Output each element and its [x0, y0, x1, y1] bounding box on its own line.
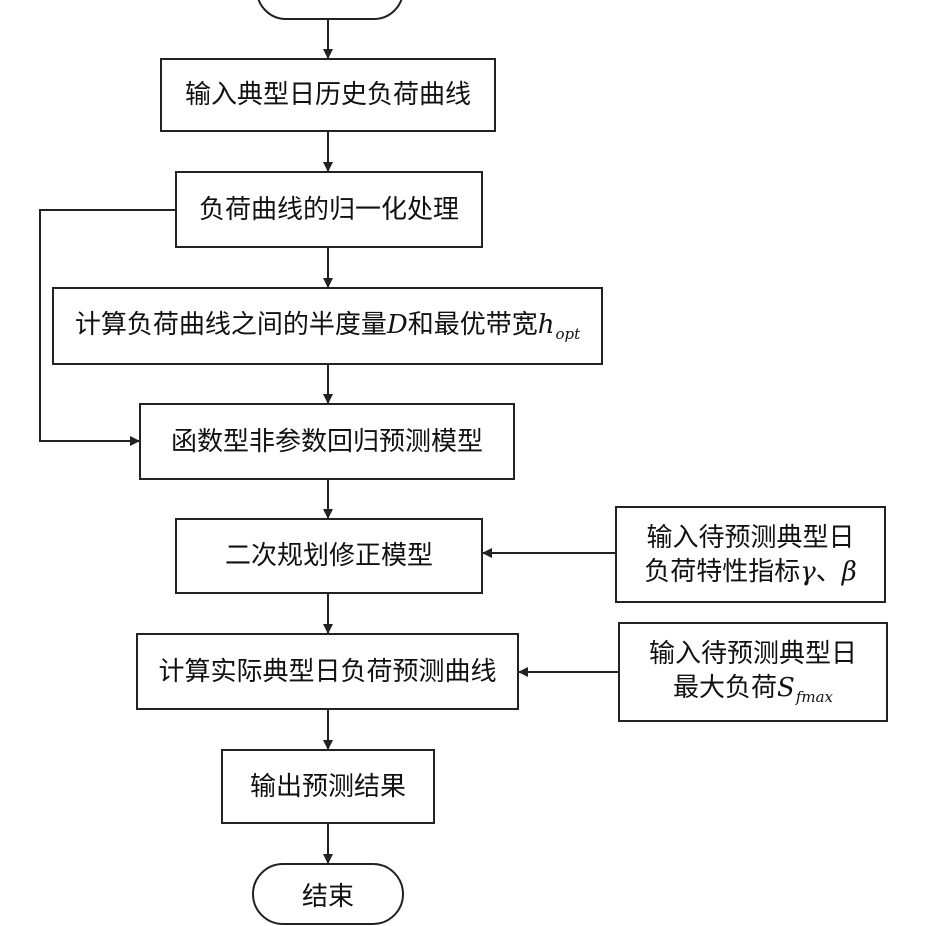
compute-metric-label: 计算负荷曲线之间的半度量D和最优带宽hopt	[75, 308, 580, 345]
regression-model-label: 函数型非参数回归预测模型	[170, 426, 483, 457]
input-max-text: 最大负荷	[672, 672, 777, 703]
qp-correction-box: 二次规划修正模型	[175, 518, 483, 594]
normalize-label: 负荷曲线的归一化处理	[198, 194, 459, 225]
input-max-line2: 最大负荷Sfmax	[673, 671, 833, 708]
symbol-h: h	[537, 309, 555, 340]
symbol-gamma: γ	[800, 556, 816, 587]
compute-text: 计算负荷曲线之间的半度量	[74, 309, 387, 340]
symbol-d: D	[386, 309, 408, 340]
output-result-label: 输出预测结果	[249, 771, 406, 802]
start-terminal	[256, 0, 404, 20]
end-label: 结束	[301, 881, 354, 912]
actual-curve-box: 计算实际典型日负荷预测曲线	[136, 633, 519, 710]
input-max-line1: 输入待预测典型日	[648, 638, 857, 669]
input-index-line2: 负荷特性指标γ、β	[644, 555, 857, 589]
normalize-box: 负荷曲线的归一化处理	[175, 171, 483, 248]
separator: 、	[815, 556, 842, 587]
input-history-label: 输入典型日历史负荷曲线	[184, 80, 471, 110]
input-history-box: 输入典型日历史负荷曲线	[160, 58, 496, 132]
regression-model-box: 函数型非参数回归预测模型	[139, 403, 515, 480]
input-index-text: 负荷特性指标	[644, 556, 801, 587]
symbol-beta: β	[841, 556, 857, 587]
subscript-fmax: fmax	[795, 687, 833, 706]
compute-metric-box: 计算负荷曲线之间的半度量D和最优带宽hopt	[52, 287, 603, 365]
end-terminal: 结束	[252, 863, 404, 925]
input-index-line1: 输入待预测典型日	[646, 522, 855, 553]
arrow-normalize-bypass-to-regression	[39, 209, 175, 446]
subscript-opt: opt	[555, 324, 581, 343]
input-max-box: 输入待预测典型日 最大负荷Sfmax	[618, 622, 888, 722]
actual-curve-label: 计算实际典型日负荷预测曲线	[158, 656, 497, 687]
output-result-box: 输出预测结果	[221, 749, 435, 824]
symbol-s: S	[777, 672, 795, 703]
input-index-box: 输入待预测典型日 负荷特性指标γ、β	[615, 506, 886, 603]
qp-correction-label: 二次规划修正模型	[224, 541, 433, 571]
compute-mid: 和最优带宽	[407, 309, 538, 340]
